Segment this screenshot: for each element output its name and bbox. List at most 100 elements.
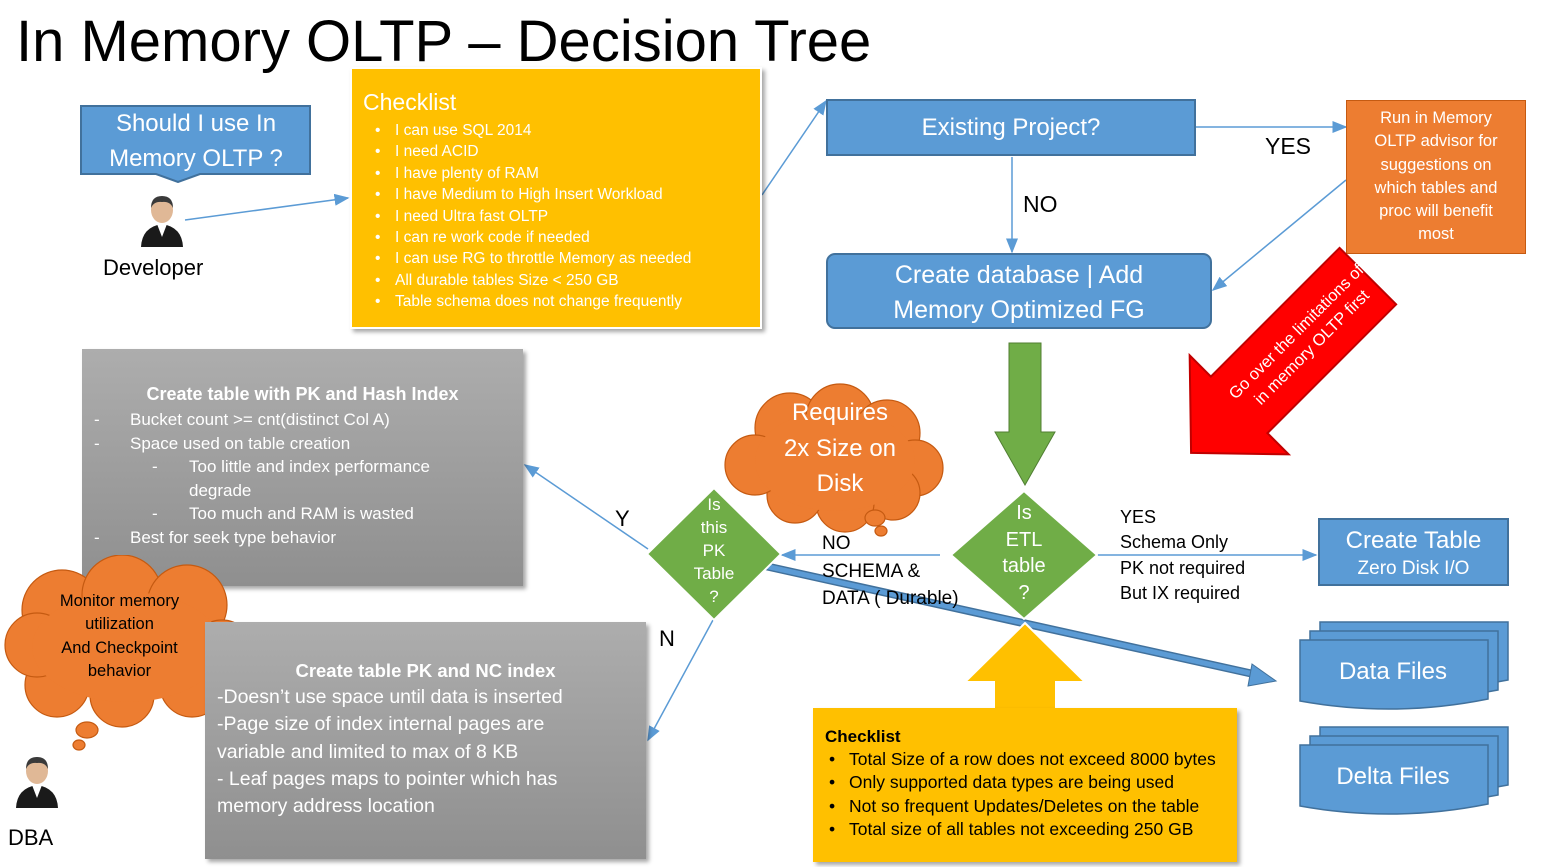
- advisor-line: most: [1418, 225, 1454, 244]
- requires-cloud-shape: [724, 383, 944, 537]
- checklist-item: I have plenty of RAM: [363, 163, 750, 185]
- page-title: In Memory OLTP – Decision Tree: [16, 9, 872, 74]
- advisor-line: Run in Memory: [1380, 109, 1492, 127]
- etl-diamond-line: ETL: [1005, 528, 1043, 551]
- etl-diamond-line: Is: [1016, 502, 1032, 524]
- delta-files-shape: [1299, 726, 1509, 815]
- no-schema-line: DATA ( Durable): [822, 588, 959, 609]
- hash-index-item: Too little and index performance: [82, 455, 523, 479]
- monitor-cloud-line: Monitor memory: [59, 592, 180, 610]
- nc-index-line: - Leaf pages maps to pointer which has: [217, 767, 558, 790]
- yes-schema-line: But IX required: [1120, 582, 1241, 603]
- checklist-top-heading: Checklist: [363, 89, 457, 115]
- arrow-developer-to-checklist: [184, 193, 350, 221]
- create-table-line2: Zero Disk I/O: [1357, 558, 1470, 579]
- y-label: Y: [615, 506, 630, 531]
- hash-index-item: degrade: [189, 480, 252, 500]
- checklist-item: Total Size of a row does not exceed 8000…: [825, 748, 1237, 772]
- requires-cloud-line: Requires: [791, 399, 889, 426]
- nc-index-line: variable and limited to max of 8 KB: [217, 740, 519, 763]
- checklist-item: I have Medium to High Insert Workload: [363, 184, 750, 206]
- n-label: N: [659, 626, 675, 651]
- checklist-item: I can use RG to throttle Memory as neede…: [363, 248, 750, 270]
- pk-diamond-line: Table: [693, 564, 735, 583]
- data-files-shape: [1299, 621, 1509, 710]
- developer-label: Developer: [103, 255, 204, 280]
- arrow-checklist-to-existing: [761, 99, 827, 196]
- checklist-top-items: I can use SQL 2014I need ACIDI have plen…: [363, 120, 750, 313]
- etl-diamond-shape: [950, 490, 1098, 620]
- checklist-item: Total size of all tables not exceeding 2…: [825, 818, 1237, 842]
- arrow-head-datafiles: [1247, 663, 1278, 687]
- arrow-pk-no: [647, 619, 714, 742]
- create-table-box: Create Table Zero Disk I/O: [1318, 518, 1509, 586]
- question-callout-shape: [80, 105, 311, 183]
- checklist-top: Checklist I can use SQL 2014I need ACIDI…: [350, 67, 762, 329]
- question-line1: Should I use In: [115, 110, 277, 137]
- yes-schema-line: YES: [1120, 507, 1157, 527]
- pk-diamond-line: Is: [707, 495, 721, 514]
- nc-index-line: -Doesn’t use space until data is inserte…: [217, 686, 563, 708]
- question-line2: Memory OLTP ?: [109, 145, 283, 172]
- advisor-line: which tables and: [1374, 178, 1498, 197]
- hash-index-item: Best for seek type behavior: [82, 526, 523, 550]
- dba-label: DBA: [8, 825, 54, 850]
- arrow-pk-yes: [523, 464, 649, 550]
- data-files-label: Data Files: [1338, 658, 1448, 685]
- pk-diamond-line: PK: [702, 541, 726, 560]
- nc-index-lines: -Doesn’t use space until data is inserte…: [217, 684, 646, 820]
- checklist-item: I need ACID: [363, 141, 750, 163]
- hash-index-items: Bucket count >= cnt(distinct Col A)Space…: [82, 408, 523, 549]
- hash-index-item: Space used on table creation: [82, 432, 523, 456]
- requires-cloud-line: Disk: [816, 470, 864, 497]
- checklist-item: Not so frequent Updates/Deletes on the t…: [825, 795, 1237, 819]
- checklist-item: Only supported data types are being used: [825, 771, 1237, 795]
- yes-label: YES: [1265, 133, 1312, 159]
- yes-schema-line: Schema Only: [1120, 532, 1229, 553]
- nc-index-line: -Page size of index internal pages are: [217, 713, 545, 736]
- monitor-cloud-line: And Checkpoint: [61, 638, 178, 657]
- arrow-advisor-to-createdb: [1211, 179, 1347, 291]
- nc-index-heading: Create table PK and NC index: [295, 660, 556, 681]
- question-callout: Should I use In Memory OLTP ?: [80, 106, 312, 176]
- no-schema-line: SCHEMA &: [822, 560, 921, 582]
- monitor-cloud-line: behavior: [87, 661, 152, 680]
- advisor-line: suggestions on: [1380, 155, 1492, 174]
- existing-project-box: Existing Project?: [826, 99, 1196, 156]
- nc-index-line: memory address location: [217, 795, 435, 818]
- create-database-box: Create database | Add Memory Optimized F…: [826, 253, 1212, 329]
- checklist-item: I can use SQL 2014: [363, 120, 750, 142]
- dba-person-icon: [16, 757, 58, 808]
- monitor-cloud-line: utilization: [85, 615, 154, 634]
- create-table-line1: Create Table: [1345, 527, 1482, 554]
- checklist-item: All durable tables Size < 250 GB: [363, 270, 750, 292]
- create-db-line1: Create database | Add: [894, 261, 1144, 289]
- checklist-bottom-heading: Checklist: [825, 727, 901, 746]
- advisor-line: OLTP advisor for: [1374, 132, 1498, 151]
- etl-diamond-line: ?: [1018, 581, 1030, 604]
- yellow-up-arrow: [963, 622, 1087, 710]
- red-arrow-shape: Go over the limitations of in memory OLT…: [1188, 246, 1398, 456]
- pk-diamond-line: this: [700, 518, 728, 537]
- hash-index-item: Too much and RAM is wasted: [82, 502, 523, 526]
- yes-schema-line: PK not required: [1120, 557, 1246, 578]
- no-label: NO: [1023, 191, 1058, 217]
- checklist-item: I need Ultra fast OLTP: [363, 206, 750, 228]
- nc-index-box: Create table PK and NC index -Doesn’t us…: [205, 622, 646, 859]
- developer-person-icon: [141, 196, 183, 247]
- etl-diamond-line: table: [1002, 555, 1046, 577]
- delta-files-label: Delta Files: [1336, 763, 1450, 790]
- pk-diamond-line: ?: [709, 587, 719, 606]
- create-db-line2: Memory Optimized FG: [893, 296, 1145, 324]
- green-down-arrow: [994, 342, 1056, 486]
- checklist-item: Table schema does not change frequently: [363, 291, 750, 313]
- checklist-bottom-items: Total Size of a row does not exceed 8000…: [825, 748, 1237, 842]
- checklist-item: I can re work code if needed: [363, 227, 750, 249]
